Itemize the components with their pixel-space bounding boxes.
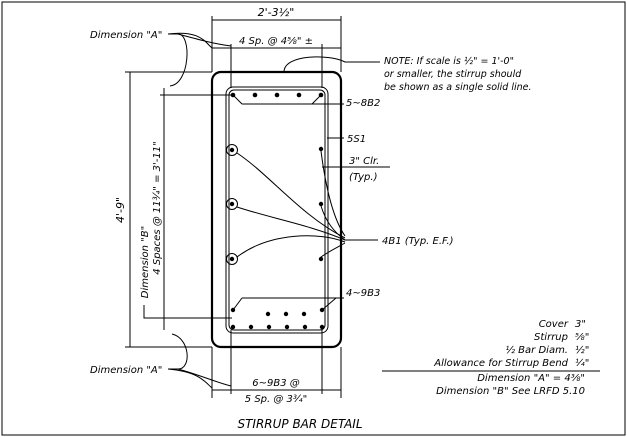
note-line-1: NOTE: If scale is ½" = 1'-0" bbox=[384, 56, 514, 67]
bar-dot bbox=[266, 324, 272, 330]
bar-dot bbox=[284, 324, 290, 330]
dim-a-bottom-leader bbox=[168, 333, 188, 370]
side-bar-right bbox=[318, 256, 324, 262]
table-label-cover: Cover bbox=[539, 319, 569, 330]
dim-height: 4'-9" bbox=[114, 197, 127, 223]
concrete-section bbox=[210, 70, 343, 349]
dim-bottom-line1: 6~9B3 @ bbox=[252, 378, 300, 389]
table-value-stirrup: ⅝" bbox=[575, 332, 589, 343]
bar-dot bbox=[283, 311, 289, 317]
bottom-bars-b3 bbox=[230, 307, 325, 330]
stirrup-inner bbox=[228, 89, 326, 331]
table-label-bar-diam: ½ Bar Diam. bbox=[505, 344, 568, 356]
callout-s1: 5S1 bbox=[347, 134, 366, 145]
bar-dot bbox=[302, 324, 308, 330]
dim-a-top-leader bbox=[168, 33, 188, 87]
dim-overall-width: 2'-3½" bbox=[258, 6, 295, 19]
callout-clr-typ: (Typ.) bbox=[349, 172, 378, 183]
table-label-stirrup: Stirrup bbox=[534, 332, 568, 343]
note-line-3: be shown as a single solid line. bbox=[384, 82, 532, 93]
top-bars-b2 bbox=[230, 92, 324, 98]
table-result-b: Dimension "B" See LRFD 5.10 bbox=[436, 386, 585, 397]
note-leader bbox=[283, 56, 380, 73]
bar-dot bbox=[248, 324, 254, 330]
callout-b1: 4B1 (Typ. E.F.) bbox=[382, 236, 454, 247]
table-value-bar-diam: ½" bbox=[575, 344, 589, 356]
dim-b-label: Dimension "B" bbox=[140, 226, 151, 298]
note-line-2: or smaller, the stirrup should bbox=[384, 69, 522, 80]
side-bar-left bbox=[229, 201, 235, 207]
side-bar-right bbox=[318, 201, 324, 207]
side-bar-left bbox=[229, 147, 235, 153]
bar-dot bbox=[230, 324, 236, 330]
bar-dot bbox=[319, 324, 325, 330]
bar-dot bbox=[301, 311, 307, 317]
side-bar-left bbox=[229, 256, 235, 262]
table-value-allowance: ¼" bbox=[575, 357, 589, 369]
dim-bottom-line2: 5 Sp. @ 3¾" bbox=[245, 394, 307, 405]
side-bar-left-ring bbox=[226, 253, 238, 265]
dimension-table: Cover 3" Stirrup ⅝" ½ Bar Diam. ½" Allow… bbox=[382, 319, 600, 397]
dim-top-bar-spacing: 4 Sp. @ 4⅝" ± bbox=[239, 36, 313, 47]
dim-vert-spacing: 4 Spaces @ 11¾" = 3'-11" bbox=[152, 141, 163, 274]
table-value-cover: 3" bbox=[575, 319, 586, 330]
table-result-a: Dimension "A" = 4⅜" bbox=[477, 373, 585, 384]
drawing-title: STIRRUP BAR DETAIL bbox=[237, 417, 362, 431]
callout-b3: 4~9B3 bbox=[346, 288, 380, 299]
bar-dot bbox=[230, 307, 236, 313]
bar-dot bbox=[296, 92, 302, 98]
side-bar-right bbox=[318, 146, 324, 152]
table-label-allowance: Allowance for Stirrup Bend bbox=[433, 358, 568, 369]
dim-a-top-label: Dimension "A" bbox=[90, 30, 162, 41]
stirrup-outer bbox=[225, 86, 329, 334]
bar-dot bbox=[319, 307, 325, 313]
bar-dot bbox=[265, 311, 271, 317]
b1-leaders bbox=[236, 150, 378, 258]
bar-dot bbox=[274, 92, 280, 98]
callout-b2: 5~8B2 bbox=[346, 98, 380, 109]
side-bar-left-ring bbox=[226, 144, 238, 156]
side-bar-left-ring bbox=[226, 198, 238, 210]
dim-a-bottom-label: Dimension "A" bbox=[90, 365, 162, 376]
callout-clr: 3" Clr. bbox=[349, 156, 379, 167]
bar-dot bbox=[252, 92, 258, 98]
